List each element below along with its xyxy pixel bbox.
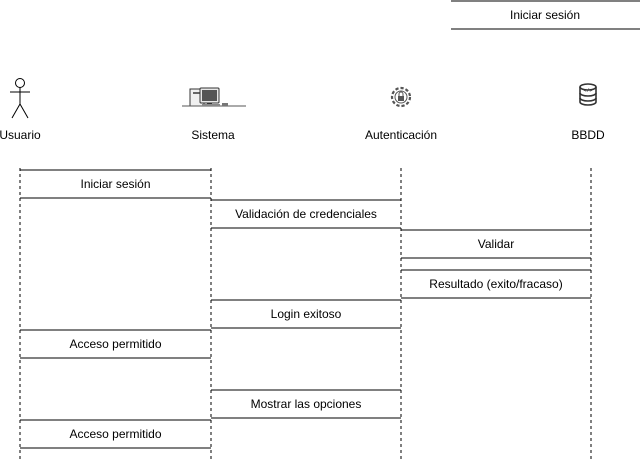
participant-labels: Usuario Sistema Autenticación BBDD (0, 128, 605, 142)
svg-text:</>: </> (583, 88, 592, 94)
message: Validar (401, 229, 591, 259)
participant-label-usuario: Usuario (0, 128, 41, 142)
message-label: Validación de credenciales (235, 207, 377, 221)
message: Validación de credenciales (211, 199, 401, 229)
message-label: Login exitoso (271, 307, 342, 321)
message-label: Mostrar las opciones (251, 397, 362, 411)
diagram-title-text: Iniciar sesión (510, 8, 580, 22)
message-label: Resultado (exito/fracaso) (429, 277, 562, 291)
message: Iniciar sesión (20, 169, 211, 199)
person-icon (10, 78, 30, 119)
lifelines (19, 168, 592, 462)
message-label: Acceso permitido (69, 337, 161, 351)
message: Acceso permitido (20, 419, 211, 449)
message-label: Validar (478, 237, 514, 251)
message: Acceso permitido (20, 329, 211, 359)
message: Mostrar las opciones (211, 389, 401, 419)
message: Login exitoso (211, 299, 401, 329)
participant-label-bbdd: BBDD (571, 128, 605, 142)
participant-label-autenticaci-n: Autenticación (365, 128, 437, 142)
message-label: Acceso permitido (69, 427, 161, 441)
gear-lock-icon (390, 86, 412, 108)
message-label: Iniciar sesión (80, 177, 150, 191)
participant-label-sistema: Sistema (191, 128, 235, 142)
diagram-title: Iniciar sesión (451, 0, 640, 30)
database-icon: </> (579, 83, 597, 106)
message: Resultado (exito/fracaso) (401, 269, 591, 299)
computer-icon (182, 87, 246, 107)
